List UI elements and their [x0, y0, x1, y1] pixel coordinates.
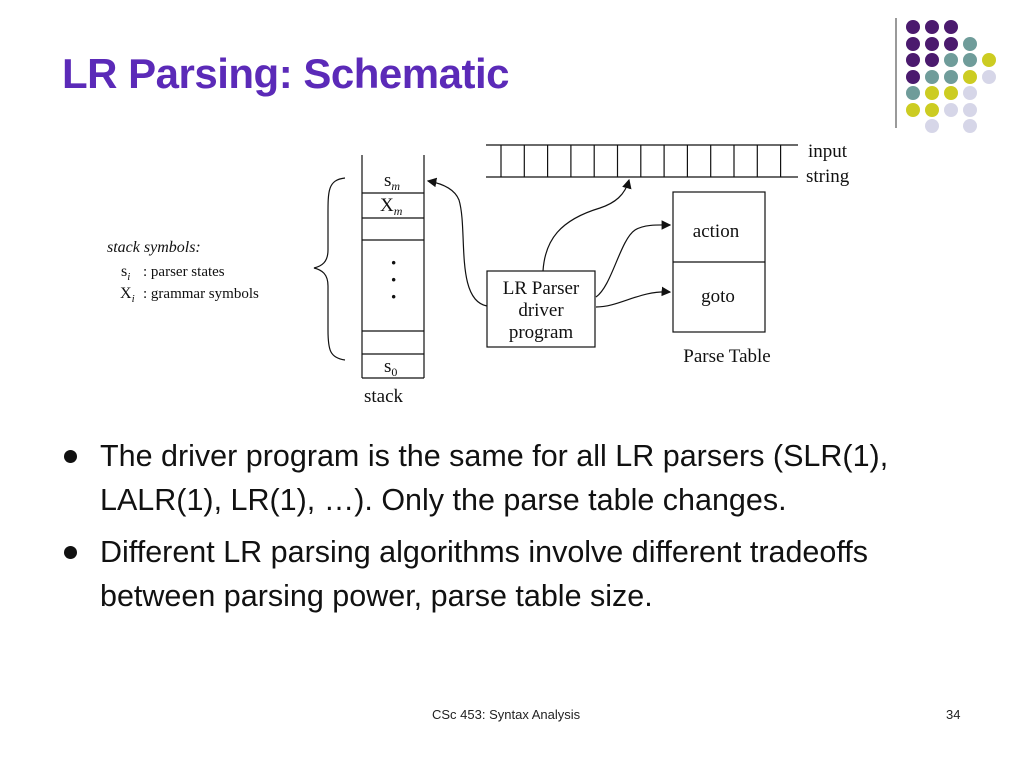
bullet-item: The driver program is the same for all L…: [60, 434, 960, 522]
decor-dot: [906, 36, 920, 51]
arrow-driver-to-stack: [426, 177, 488, 307]
decor-dot: [925, 69, 939, 84]
page-number: 34: [946, 707, 961, 722]
decor-dot: [944, 102, 958, 117]
decor-dot: [963, 69, 977, 84]
decor-dot: [906, 20, 920, 34]
stack-dot-1: ·: [390, 250, 397, 275]
decor-dot: [963, 102, 977, 117]
arrow-driver-to-goto: [595, 286, 672, 308]
decor-dot: [963, 119, 977, 133]
decor-dot: [963, 53, 977, 67]
input-label-line2: string: [806, 166, 850, 187]
legend-state-symbol: si: [121, 263, 130, 283]
stack-label: stack: [364, 386, 404, 407]
driver-program-box: [486, 270, 596, 348]
slide-title: LR Parsing: Schematic: [62, 50, 509, 97]
table-label: Parse Table: [683, 346, 771, 367]
decor-dot: [925, 20, 939, 34]
decor-dot: [925, 53, 939, 67]
decor-dot: [925, 119, 939, 133]
stack: [361, 155, 425, 379]
stack-brace: [313, 177, 346, 361]
stack-dot-2: ·: [390, 267, 397, 292]
table-goto: goto: [701, 286, 735, 307]
decor-dot: [925, 102, 939, 117]
decor-dot: [944, 69, 958, 84]
bullet-item: Different LR parsing algorithms involve …: [60, 530, 960, 618]
driver-line3: program: [509, 322, 574, 343]
driver-line1: LR Parser: [503, 278, 580, 299]
driver-line2: driver: [518, 300, 564, 321]
decor-dot: [906, 86, 920, 100]
stack-dot-3: ·: [390, 284, 397, 309]
arrow-driver-to-action: [595, 220, 672, 298]
decor-dot: [925, 86, 939, 100]
stack-top-symbol: Xm: [380, 195, 403, 218]
decor-dot: [982, 53, 996, 67]
input-label-line1: input: [808, 141, 848, 162]
decor-dot: [925, 36, 939, 51]
footer-course: CSc 453: Syntax Analysis: [432, 707, 581, 722]
table-action: action: [693, 221, 740, 242]
lr-parser-schematic: stack symbols: si : parser states Xi : g…: [107, 141, 850, 407]
legend-grammar-text: : grammar symbols: [143, 286, 259, 302]
bullet-text: The driver program is the same for all L…: [100, 439, 889, 517]
decor-dot: [963, 36, 977, 51]
bullet-list: The driver program is the same for all L…: [60, 434, 960, 626]
legend-title: stack symbols:: [107, 239, 201, 256]
decor-dot: [944, 53, 958, 67]
bullet-dot-icon: [64, 546, 77, 559]
bullet-dot-icon: [64, 450, 77, 463]
stack-top-state: sm: [384, 170, 400, 193]
bullet-text: Different LR parsing algorithms involve …: [100, 535, 868, 613]
decor-dot: [944, 86, 958, 100]
decor-dot: [906, 69, 920, 84]
decor-dot: [944, 36, 958, 51]
arrow-driver-to-input: [542, 178, 632, 272]
stack-bottom-state: s0: [384, 356, 397, 379]
decor-dot: [963, 86, 977, 100]
decorative-divider: [895, 18, 897, 128]
decor-dot: [944, 20, 958, 34]
decor-dot: [906, 102, 920, 117]
decor-dot: [906, 53, 920, 67]
legend-state-text: : parser states: [143, 264, 225, 280]
legend-grammar-symbol: Xi: [120, 285, 135, 305]
input-tape: [486, 144, 798, 178]
decor-dot: [982, 69, 996, 84]
